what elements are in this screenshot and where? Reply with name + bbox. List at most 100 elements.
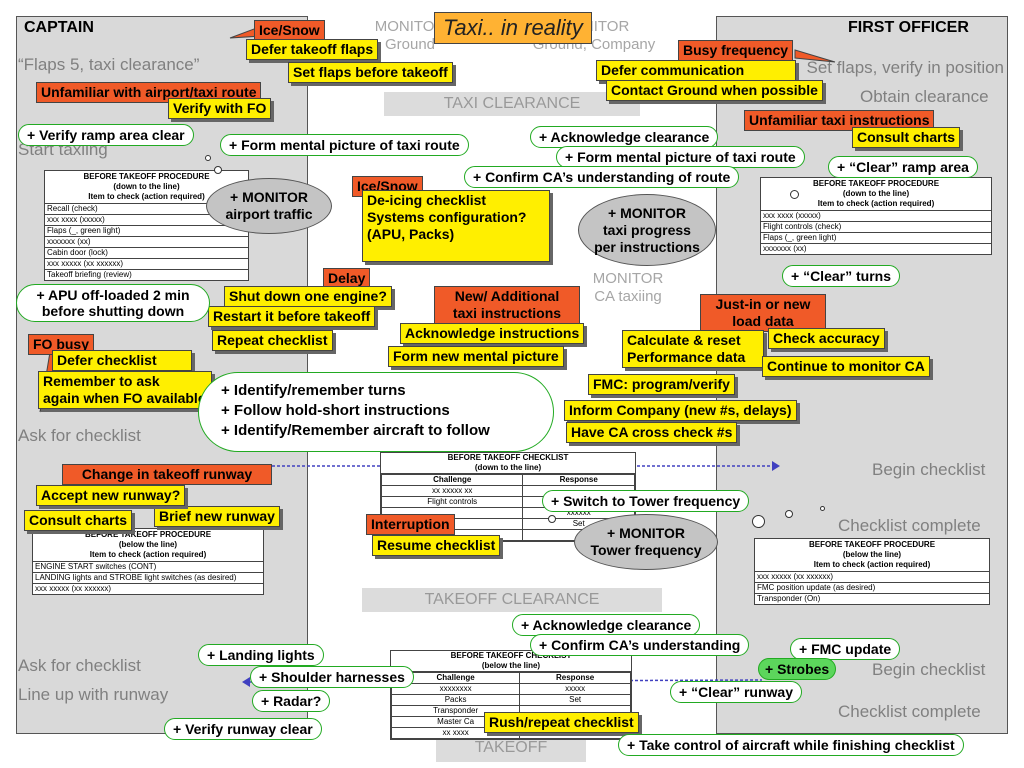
thought-dot <box>205 155 211 161</box>
obtain-clearance-label: Obtain clearance <box>860 87 989 106</box>
set-flaps-verify-label: Set flaps, verify in position <box>806 58 1004 77</box>
card-item: xxxxxxx (xx) <box>45 237 248 248</box>
brief-new-runway-box: Brief new runway <box>154 506 280 527</box>
fmc-update-pill: + FMC update <box>790 638 901 660</box>
ca-cross-check-box: Have CA cross check #s <box>566 422 738 443</box>
form-mental-route-fo-pill: + Form mental picture of taxi route <box>556 146 805 168</box>
strobes-arrowhead <box>242 677 250 687</box>
form-mental-route-ca-pill: + Form mental picture of taxi route <box>220 134 469 156</box>
takeoff-clearance-bar: TAKEOFF CLEARANCE <box>362 588 662 612</box>
radar-pill: + Radar? <box>252 690 331 712</box>
col-header: Response <box>522 474 635 486</box>
continue-monitor-ca-box: Continue to monitor CA <box>762 356 930 377</box>
begin-checklist-label: Begin checklist <box>872 460 986 479</box>
card-item: Takeoff briefing (review) <box>47 270 132 279</box>
change-runway-tag: Change in takeoff runway <box>62 464 272 485</box>
consult-charts-ca-box: Consult charts <box>24 510 133 531</box>
busy-frequency-pointer <box>794 49 836 63</box>
card-item: ENGINE START switches (CONT) <box>33 562 263 573</box>
unfamiliar-instructions-tag: Unfamiliar taxi instructions <box>744 110 935 131</box>
card-item: xxxxxxx (xx) <box>763 244 807 253</box>
col-header: Response <box>519 672 631 684</box>
card-item: xxx xxxx (xxxxx) <box>45 215 248 226</box>
ask-for-checklist-label: Ask for checklist <box>18 426 141 445</box>
clear-ramp-area-pill: + “Clear” ramp area <box>828 156 978 178</box>
verify-ramp-pill: + Verify ramp area clear <box>18 124 194 146</box>
clear-runway-pill: + “Clear” runway <box>670 681 802 703</box>
ca-below-line-card: BEFORE TAKEOFF PROCEDURE(below the line)… <box>32 528 264 595</box>
rush-repeat-checklist-box: Rush/repeat checklist <box>484 712 639 733</box>
flaps-5-quote: “Flaps 5, taxi clearance” <box>18 55 200 74</box>
form-new-mental-picture-box: Form new mental picture <box>388 346 564 367</box>
consult-charts-fo-box: Consult charts <box>852 127 961 148</box>
card-item: LANDING lights and STROBE light switches… <box>33 573 263 584</box>
accept-new-runway-box: Accept new runway? <box>36 485 186 506</box>
acknowledge-clearance-pill-2: + Acknowledge clearance <box>512 614 701 636</box>
thought-dot <box>785 510 793 518</box>
checklist-complete-label: Checklist complete <box>838 516 981 535</box>
first-officer-header: FIRST OFFICER <box>848 19 969 36</box>
card-item: xxx xxxx (xxxxx) <box>761 211 991 222</box>
acknowledge-instructions-box: Acknowledge instructions <box>400 323 585 344</box>
interruption-tag: Interruption <box>366 514 455 535</box>
card-item: xxx xxxxx (xx xxxxxx) <box>35 584 111 593</box>
restart-before-takeoff-box: Restart it before takeoff <box>208 306 376 327</box>
change-runway-arrowhead <box>772 461 780 471</box>
takeoff-bar: TAKEOFF <box>436 736 586 762</box>
verify-with-fo-box: Verify with FO <box>168 98 272 119</box>
check-accuracy-box: Check accuracy <box>768 328 885 349</box>
resume-checklist-box: Resume checklist <box>372 535 501 556</box>
thought-dot <box>820 506 825 511</box>
confirm-ca-route-pill: + Confirm CA’s understanding of route <box>464 166 740 188</box>
fo-before-takeoff-card: BEFORE TAKEOFF PROCEDURE(down to the lin… <box>760 177 992 255</box>
col-header: Challenge <box>380 474 524 486</box>
ask-for-checklist-label-2: Ask for checklist <box>18 656 141 675</box>
card-item: FMC position update (as desired) <box>755 583 989 594</box>
captain-header: CAPTAIN <box>24 19 94 36</box>
card-item: Flaps (_, green light) <box>45 226 248 237</box>
defer-takeoff-flaps-box: Defer takeoff flaps <box>246 39 379 60</box>
delay-tag: Delay <box>323 268 371 289</box>
thought-dot <box>752 515 765 528</box>
switch-tower-pill: + Switch to Tower frequency <box>542 490 750 512</box>
defer-communication-box: Defer communication <box>596 60 796 81</box>
strobes-pill: + Strobes <box>758 658 837 680</box>
identify-turns-bubble: + Identify/remember turns+ Follow hold-s… <box>198 372 554 452</box>
thought-dot <box>214 166 222 174</box>
defer-checklist-box: Defer checklist <box>52 350 192 371</box>
fmc-program-box: FMC: program/verify <box>588 374 735 395</box>
ca-before-takeoff-card: BEFORE TAKEOFF PROCEDURE(down to the lin… <box>44 170 249 281</box>
card-item: Flight controls (check) <box>761 222 991 233</box>
card-item: Transponder (On) <box>757 594 821 603</box>
shut-down-engine-box: Shut down one engine? <box>224 286 392 307</box>
checklist-complete-label-2: Checklist complete <box>838 702 981 721</box>
landing-lights-pill: + Landing lights <box>198 644 324 666</box>
line-up-runway-label: Line up with runway <box>18 685 169 704</box>
fo-below-line-card: BEFORE TAKEOFF PROCEDURE(below the line)… <box>754 538 990 605</box>
repeat-checklist-box: Repeat checklist <box>212 330 333 351</box>
taxi-clearance-bar: TAXI CLEARANCE <box>384 92 640 116</box>
clear-turns-pill: + “Clear” turns <box>782 265 900 287</box>
begin-checklist-label-2: Begin checklist <box>872 660 986 679</box>
card-item: xxx xxxxx (xx xxxxxx) <box>755 572 989 583</box>
card-item: xxx xxxxx (xx xxxxxx) <box>45 259 248 270</box>
slide-title: Taxi.. in reality <box>434 12 592 44</box>
thought-dot <box>548 515 556 523</box>
thought-dot <box>790 190 799 199</box>
shoulder-harnesses-pill: + Shoulder harnesses <box>250 666 414 688</box>
set-flaps-before-takeoff-box: Set flaps before takeoff <box>288 62 453 83</box>
fo-busy-tag: FO busy <box>28 334 95 355</box>
card-item: Flaps (_, green light) <box>761 233 991 244</box>
take-control-pill: + Take control of aircraft while finishi… <box>618 734 964 756</box>
card-item: Cabin door (lock) <box>45 248 248 259</box>
